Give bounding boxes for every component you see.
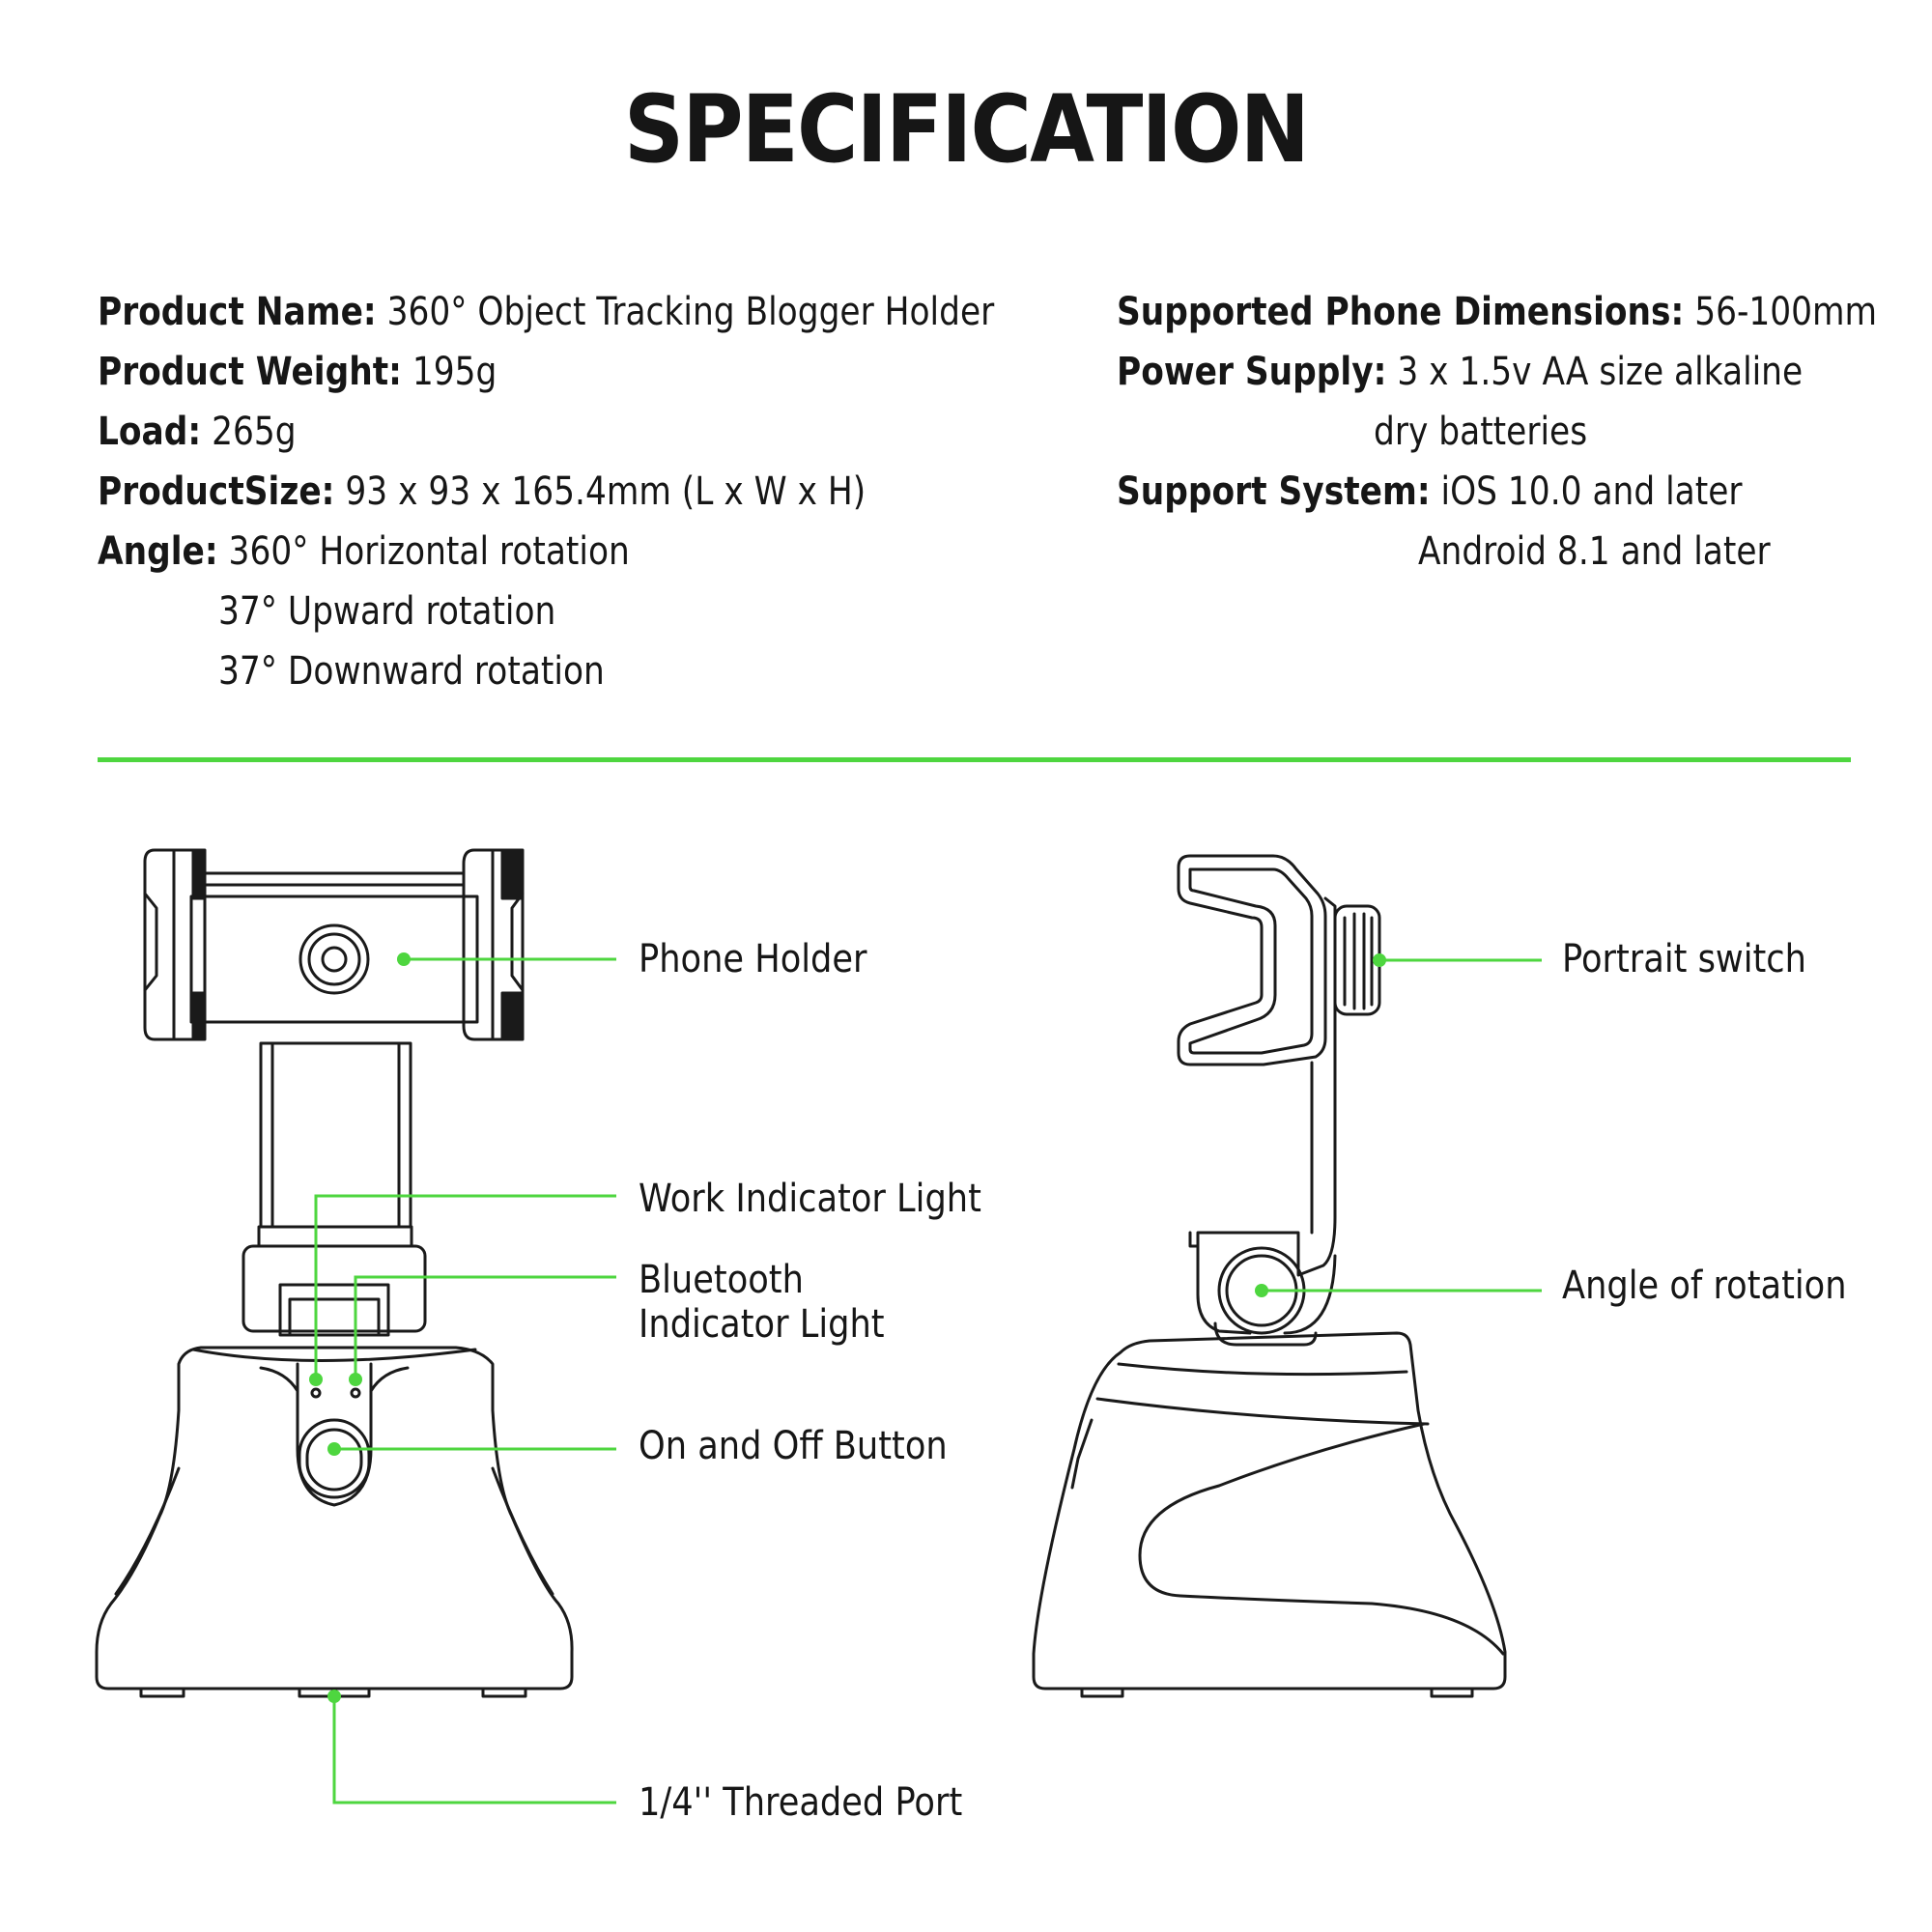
callout-threaded-port: 1/4'' Threaded Port — [639, 1780, 963, 1825]
callout-on-off-button: On and Off Button — [639, 1424, 948, 1468]
leader-work-indicator — [309, 1194, 616, 1386]
callout-portrait-switch: Portrait switch — [1562, 937, 1806, 981]
phone-holder-left-clamp — [143, 848, 207, 1041]
spec-product-weight: Product Weight: 195g — [98, 350, 497, 394]
work-indicator-light — [310, 1387, 322, 1399]
spec-phone-dimensions: Supported Phone Dimensions: 56-100mm — [1117, 290, 1878, 334]
front-base — [95, 1346, 574, 1690]
spec-angle-upward: 37° Upward rotation — [218, 589, 556, 634]
phone-holder-right-clamp — [462, 848, 525, 1041]
front-foot-left — [139, 1687, 185, 1698]
side-foot-left — [1080, 1687, 1124, 1698]
leader-portrait-switch — [1373, 953, 1542, 967]
spec-angle: Angle: 360° Horizontal rotation — [98, 529, 630, 574]
spec-load: Load: 265g — [98, 410, 297, 454]
spec-power-supply-cont: dry batteries — [1374, 410, 1588, 454]
divider-line — [98, 757, 1851, 762]
callout-bluetooth-line1: Bluetooth — [639, 1258, 804, 1302]
front-neck — [242, 1244, 427, 1333]
callout-angle-rotation: Angle of rotation — [1562, 1264, 1847, 1308]
leader-phone-holder — [397, 952, 616, 966]
side-base — [1032, 1331, 1507, 1690]
spec-product-size: ProductSize: 93 x 93 x 165.4mm (L x W x … — [98, 469, 867, 514]
spec-angle-downward: 37° Downward rotation — [218, 649, 605, 694]
side-arm — [1188, 896, 1337, 1277]
front-arm — [259, 1041, 412, 1229]
leader-on-off-button — [327, 1442, 616, 1456]
side-view — [1032, 854, 1507, 1698]
spec-power-supply: Power Supply: 3 x 1.5v AA size alkaline — [1117, 350, 1804, 394]
page-title: SPECIFICATION — [623, 75, 1310, 184]
spec-support-system: Support System: iOS 10.0 and later — [1117, 469, 1743, 514]
callout-bluetooth-line2: Indicator Light — [639, 1302, 885, 1347]
on-off-button[interactable] — [298, 1418, 371, 1499]
side-foot-right — [1430, 1687, 1474, 1698]
spec-product-name: Product Name: 360° Object Tracking Blogg… — [98, 290, 995, 334]
bluetooth-indicator-light — [350, 1387, 361, 1399]
callout-work-indicator: Work Indicator Light — [639, 1177, 981, 1221]
leader-threaded-port — [327, 1690, 616, 1804]
callout-phone-holder: Phone Holder — [639, 937, 867, 981]
leader-bluetooth-indicator — [349, 1275, 616, 1386]
front-foot-right — [481, 1687, 527, 1698]
leader-angle-rotation — [1255, 1284, 1542, 1297]
front-view — [95, 848, 574, 1698]
side-phone-holder — [1177, 854, 1327, 1066]
phone-holder-socket — [298, 923, 370, 995]
spec-support-system-cont: Android 8.1 and later — [1418, 529, 1771, 574]
